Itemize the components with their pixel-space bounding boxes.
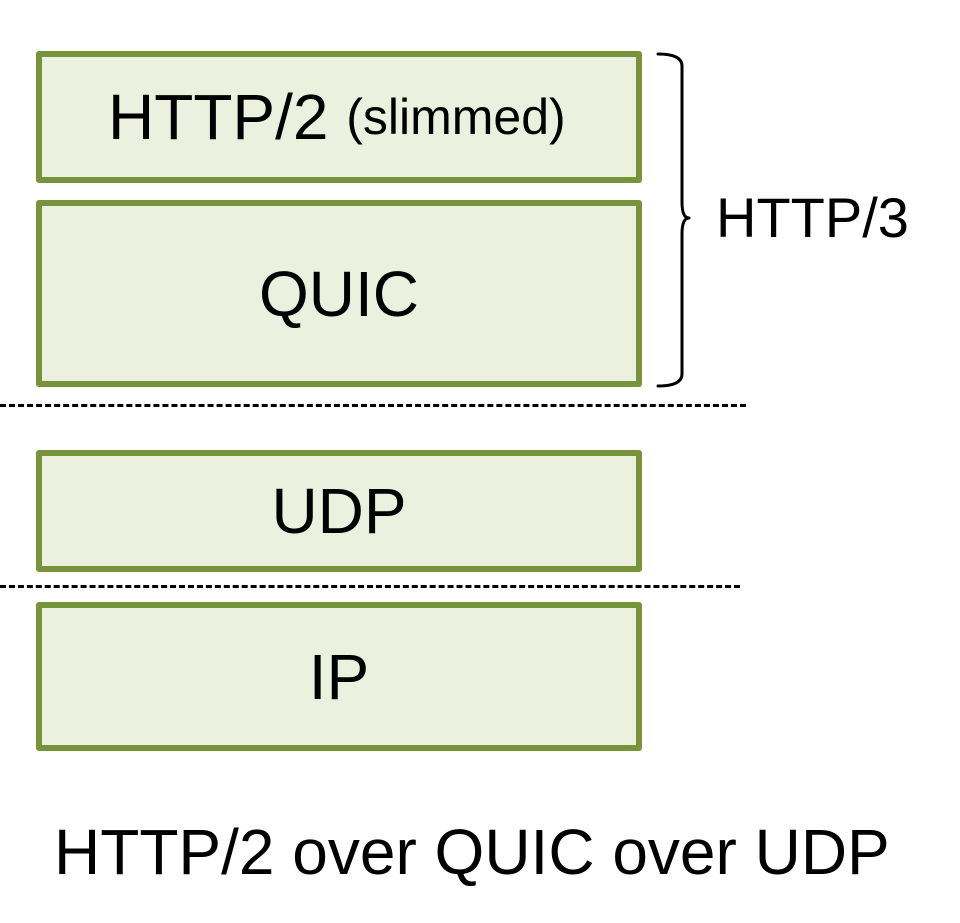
layer-ip-label: IP <box>308 640 370 713</box>
layer-ip-box: IP <box>36 602 642 751</box>
layer-divider-lower <box>0 585 740 588</box>
layer-udp-label: UDP <box>271 475 407 547</box>
layer-http2-note: (slimmed) <box>346 89 566 145</box>
http3-bracket-icon <box>656 52 691 388</box>
layer-quic-box: QUIC <box>36 200 642 387</box>
layer-http2-box: HTTP/2 (slimmed) <box>36 51 642 183</box>
http3-label: HTTP/3 <box>716 186 909 249</box>
layer-http2-label: HTTP/2 <box>108 81 329 153</box>
layer-quic-label: QUIC <box>259 257 419 330</box>
layer-divider-upper <box>0 404 746 407</box>
diagram-caption: HTTP/2 over QUIC over UDP <box>54 816 890 888</box>
layer-udp-box: UDP <box>36 450 642 572</box>
